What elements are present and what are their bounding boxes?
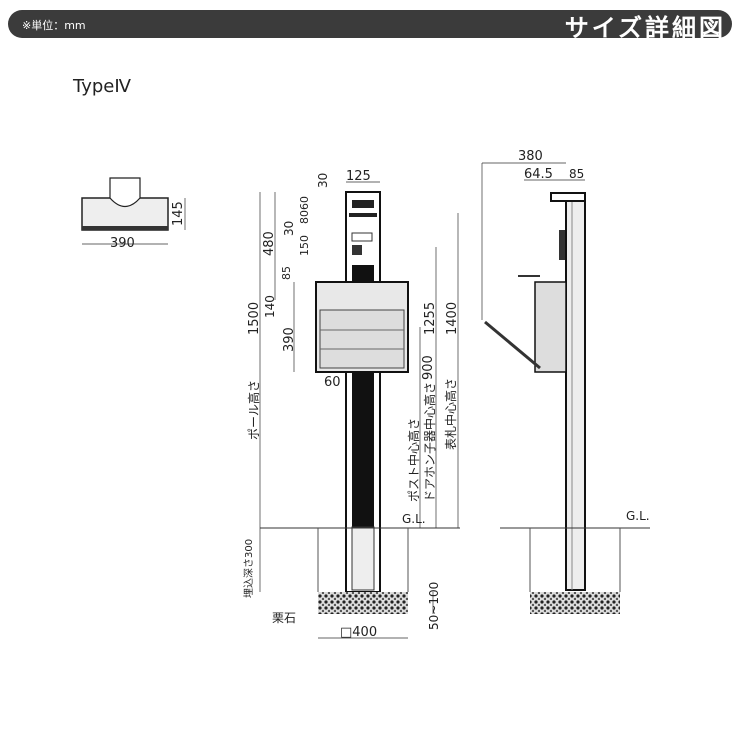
front-view: 125 30 8060 30 150 480 85 1500 140 390 6…: [243, 169, 460, 640]
nameplate-center-label: 表札中心高さ: [443, 378, 458, 450]
dim-150: 150: [298, 235, 311, 256]
type-label: TypeⅣ: [73, 76, 131, 97]
dim-125: 125: [346, 169, 371, 184]
intercom-center-label: ドアホン子器中心高さ: [422, 382, 437, 502]
dim-85: 85: [280, 266, 293, 280]
side-gl-label: G.L.: [626, 509, 650, 523]
dim-1400: 1400: [445, 302, 460, 335]
side-view: 380 64.5 85 G.L.: [481, 149, 650, 614]
dim-30b: 30: [282, 221, 296, 236]
dim-60: 60: [324, 375, 341, 390]
gravel-depth-dim: 50~100: [427, 582, 441, 630]
header-bar: [8, 10, 732, 38]
post-center-label: ポスト中心高さ: [406, 418, 421, 502]
unit-note: ※単位：mm: [22, 19, 86, 32]
dim-1255: 1255: [423, 302, 438, 335]
footing-dim: □400: [340, 625, 377, 640]
dim-900: 900: [421, 355, 436, 380]
page-title: サイズ詳細図: [564, 14, 726, 42]
side-dim-380: 380: [518, 149, 543, 164]
embed-depth-label: 埋込深さ300: [243, 539, 255, 598]
gl-label: G.L.: [402, 512, 426, 526]
dim-30a: 30: [316, 173, 330, 188]
top-view: 390 145: [81, 177, 186, 251]
dim-390: 390: [282, 327, 297, 352]
dim-140: 140: [263, 295, 277, 318]
top-depth-dim: 145: [171, 201, 186, 226]
dim-480: 480: [262, 231, 277, 256]
gravel-label: 栗石: [272, 611, 296, 625]
top-width-dim: 390: [110, 236, 135, 251]
side-dim-64-5: 64.5: [524, 167, 553, 182]
pole-height-label: ポール高さ: [246, 380, 261, 440]
dim-8060: 8060: [298, 196, 311, 224]
dim-1500: 1500: [247, 302, 262, 335]
side-dim-85: 85: [569, 167, 584, 181]
